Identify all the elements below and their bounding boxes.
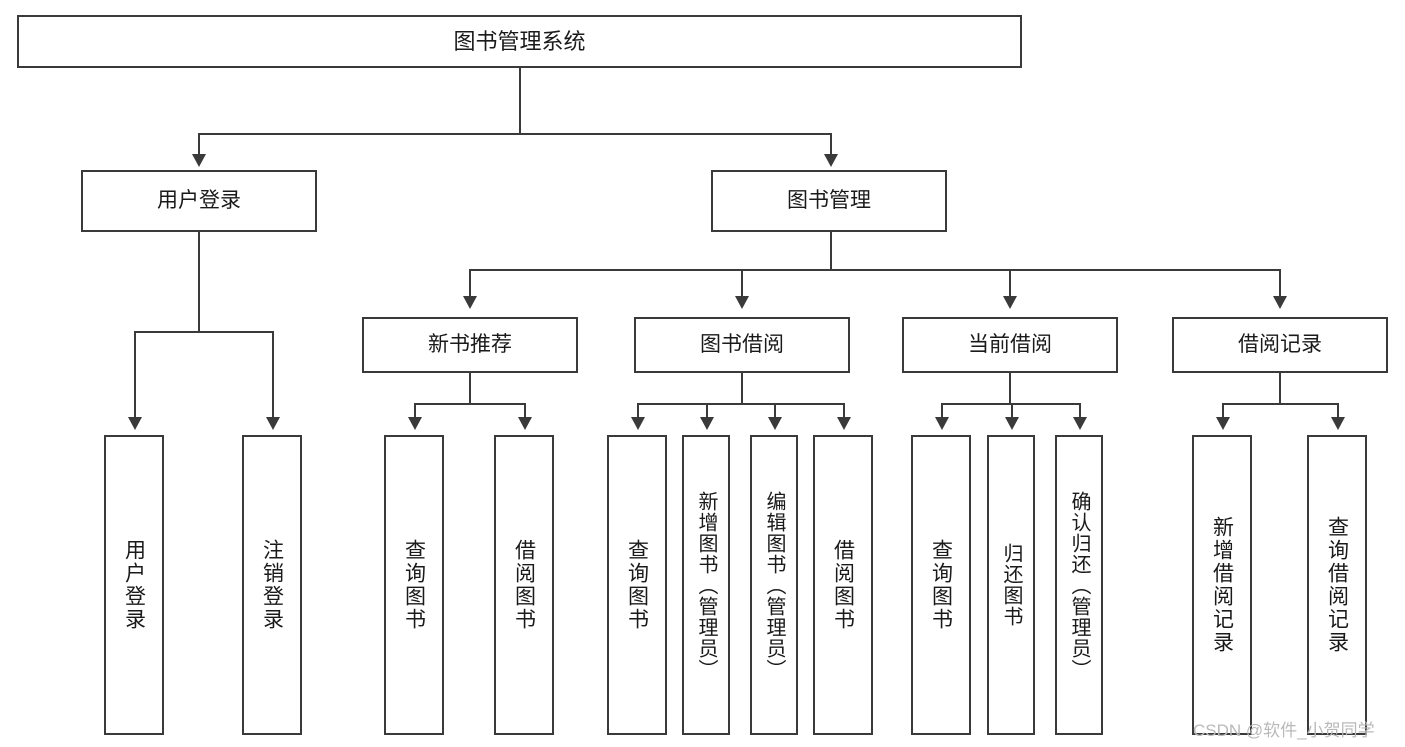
arrow-bb-to-leaf-1 bbox=[631, 417, 645, 430]
node-label: 用户登录 bbox=[122, 539, 146, 631]
connector-bm-to-book-borrow bbox=[741, 269, 743, 297]
connector-nb-to-leaf-2 bbox=[524, 403, 526, 417]
connector-current-borrow-stem bbox=[1009, 373, 1011, 404]
connector-bb-to-leaf-1 bbox=[637, 403, 639, 417]
connector-book-borrow-bus bbox=[637, 403, 845, 405]
arrow-cb-to-leaf-2 bbox=[1005, 417, 1019, 430]
node-label: 查询借阅记录 bbox=[1325, 516, 1349, 654]
node-label: 查询图书 bbox=[402, 539, 426, 631]
node-label: 编辑图书（管理员） bbox=[763, 490, 785, 680]
connector-br-to-leaf-1 bbox=[1222, 403, 1224, 417]
node-current-borrow[interactable]: 当前借阅 bbox=[902, 317, 1118, 373]
node-label: 图书管理系统 bbox=[453, 28, 586, 54]
node-label: 借阅记录 bbox=[1238, 332, 1322, 356]
node-label: 新增图书（管理员） bbox=[695, 490, 717, 680]
node-label: 查询图书 bbox=[625, 539, 649, 631]
connector-new-book-bus bbox=[414, 403, 525, 405]
connector-root-to-book-management bbox=[830, 133, 832, 155]
leaf-edit-book-admin[interactable]: 编辑图书（管理员） bbox=[750, 435, 798, 735]
node-label: 借阅图书 bbox=[512, 539, 536, 631]
node-label: 当前借阅 bbox=[968, 332, 1052, 356]
connector-br-to-leaf-2 bbox=[1337, 403, 1339, 417]
connector-book-borrow-stem bbox=[741, 373, 743, 404]
node-label: 查询图书 bbox=[929, 539, 953, 631]
connector-bm-to-new-book bbox=[469, 269, 471, 297]
leaf-confirm-return-admin[interactable]: 确认归还（管理员） bbox=[1055, 435, 1103, 735]
arrow-nb-to-leaf-1 bbox=[408, 417, 422, 430]
arrow-user-login-to-leaf-1 bbox=[128, 417, 142, 430]
connector-bm-to-borrow-record bbox=[1279, 269, 1281, 297]
connector-user-login-bus bbox=[134, 331, 273, 333]
node-label: 图书借阅 bbox=[700, 332, 784, 356]
arrow-cb-to-leaf-3 bbox=[1073, 417, 1087, 430]
connector-book-management-stem bbox=[830, 232, 832, 270]
connector-cb-to-leaf-1 bbox=[941, 403, 943, 417]
node-label: 新增借阅记录 bbox=[1210, 516, 1234, 654]
arrow-bb-to-leaf-3 bbox=[768, 417, 782, 430]
node-label: 注销登录 bbox=[260, 539, 284, 631]
arrow-br-to-leaf-1 bbox=[1216, 417, 1230, 430]
connector-nb-to-leaf-1 bbox=[414, 403, 416, 417]
node-borrow-record[interactable]: 借阅记录 bbox=[1172, 317, 1388, 373]
arrow-root-to-user-login bbox=[192, 154, 206, 167]
node-book-borrow[interactable]: 图书借阅 bbox=[634, 317, 850, 373]
connector-bb-to-leaf-3 bbox=[774, 403, 776, 417]
arrow-bm-to-borrow-record bbox=[1273, 296, 1287, 309]
node-label: 归还图书 bbox=[1000, 543, 1022, 627]
leaf-return-book[interactable]: 归还图书 bbox=[987, 435, 1035, 735]
leaf-query-book-current[interactable]: 查询图书 bbox=[911, 435, 971, 735]
leaf-user-login[interactable]: 用户登录 bbox=[104, 435, 164, 735]
leaf-query-book-borrow[interactable]: 查询图书 bbox=[607, 435, 667, 735]
connector-bb-to-leaf-4 bbox=[843, 403, 845, 417]
leaf-query-book-recommend[interactable]: 查询图书 bbox=[384, 435, 444, 735]
arrow-bm-to-current-borrow bbox=[1003, 296, 1017, 309]
node-root-book-management-system[interactable]: 图书管理系统 bbox=[17, 15, 1022, 68]
node-label: 借阅图书 bbox=[831, 539, 855, 631]
leaf-borrow-book-recommend[interactable]: 借阅图书 bbox=[494, 435, 554, 735]
node-book-management[interactable]: 图书管理 bbox=[711, 170, 947, 232]
node-user-login[interactable]: 用户登录 bbox=[81, 170, 317, 232]
connector-user-login-to-leaf-2 bbox=[272, 331, 274, 417]
connector-user-login-to-leaf-1 bbox=[134, 331, 136, 417]
connector-bm-to-current-borrow bbox=[1009, 269, 1011, 297]
node-label: 确认归还（管理员） bbox=[1068, 490, 1090, 680]
connector-root-bus bbox=[198, 133, 831, 135]
connector-new-book-stem bbox=[469, 373, 471, 404]
arrow-br-to-leaf-2 bbox=[1331, 417, 1345, 430]
node-label: 图书管理 bbox=[787, 188, 871, 212]
leaf-borrow-book[interactable]: 借阅图书 bbox=[813, 435, 873, 735]
node-label: 用户登录 bbox=[157, 188, 241, 212]
connector-cb-to-leaf-3 bbox=[1079, 403, 1081, 417]
connector-user-login-stem bbox=[198, 232, 200, 332]
leaf-add-borrow-record[interactable]: 新增借阅记录 bbox=[1192, 435, 1252, 735]
connector-root-stem bbox=[519, 68, 521, 134]
arrow-user-login-to-leaf-2 bbox=[266, 417, 280, 430]
leaf-query-borrow-record[interactable]: 查询借阅记录 bbox=[1307, 435, 1367, 735]
connector-borrow-record-bus bbox=[1222, 403, 1338, 405]
connector-bb-to-leaf-2 bbox=[706, 403, 708, 417]
connector-root-to-user-login bbox=[198, 133, 200, 155]
connector-book-management-bus bbox=[469, 269, 1281, 271]
node-label: 新书推荐 bbox=[428, 332, 512, 356]
node-new-book-recommend[interactable]: 新书推荐 bbox=[362, 317, 578, 373]
arrow-root-to-book-management bbox=[824, 154, 838, 167]
arrow-bb-to-leaf-4 bbox=[837, 417, 851, 430]
leaf-user-logout[interactable]: 注销登录 bbox=[242, 435, 302, 735]
arrow-bm-to-book-borrow bbox=[735, 296, 749, 309]
connector-borrow-record-stem bbox=[1279, 373, 1281, 404]
arrow-nb-to-leaf-2 bbox=[518, 417, 532, 430]
arrow-bb-to-leaf-2 bbox=[700, 417, 714, 430]
leaf-add-book-admin[interactable]: 新增图书（管理员） bbox=[682, 435, 730, 735]
arrow-bm-to-new-book bbox=[463, 296, 477, 309]
arrow-cb-to-leaf-1 bbox=[935, 417, 949, 430]
connector-cb-to-leaf-2 bbox=[1011, 403, 1013, 417]
